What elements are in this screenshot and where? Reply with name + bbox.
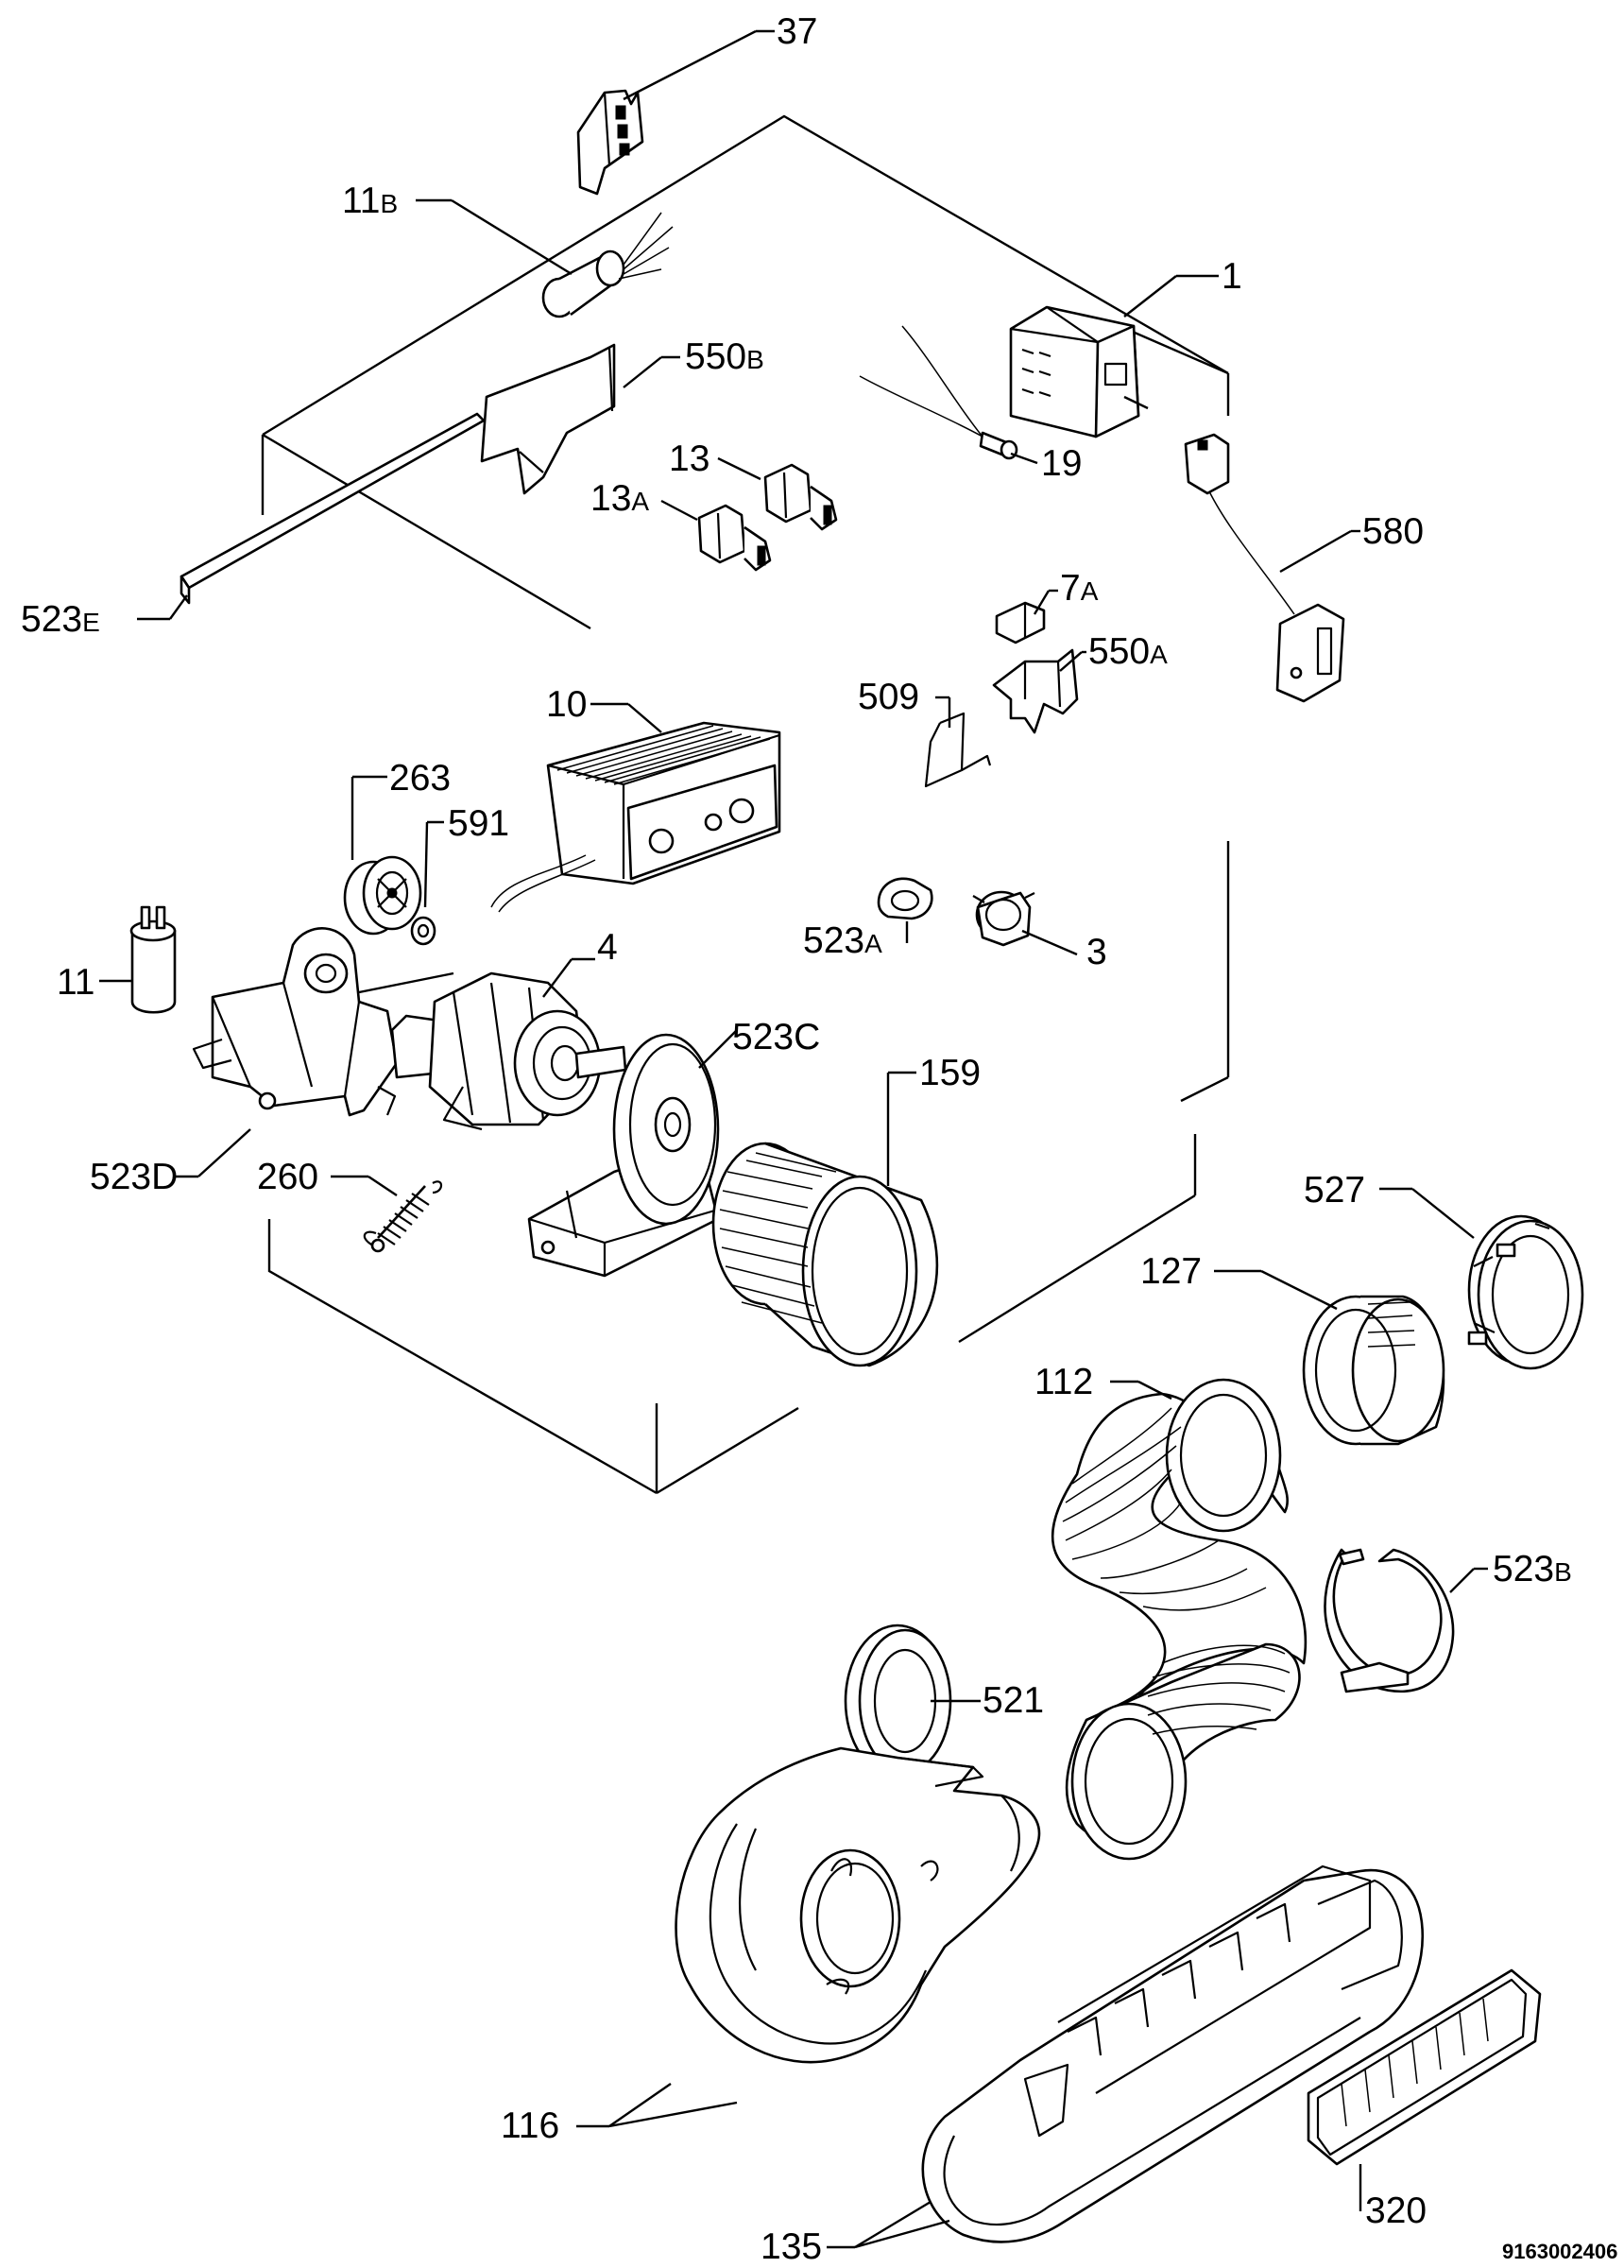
label-159: 159 — [919, 1053, 981, 1093]
part-3-thermostat — [972, 890, 1078, 956]
part-116-fan-housing — [576, 1746, 1041, 2128]
label-527: 527 — [1304, 1170, 1365, 1211]
label-37: 37 — [777, 11, 817, 52]
part-135-filter-housing — [827, 1864, 1425, 2249]
part-591-washer — [410, 820, 444, 946]
part-523e-rail — [137, 412, 486, 621]
label-112: 112 — [1034, 1362, 1093, 1402]
screen-slats — [1341, 1998, 1489, 2127]
part-11b-capacitor — [416, 198, 674, 318]
part-523c-drum-pulley — [527, 1029, 738, 1278]
label-523a: 523A — [803, 920, 882, 961]
part-527-ring — [1379, 1187, 1584, 1370]
fan-blades — [719, 1152, 837, 1324]
part-509-wire — [924, 696, 992, 788]
part-550b-bracket — [480, 343, 680, 495]
document-number: 9163002406 — [1502, 2240, 1617, 2263]
label-4: 4 — [597, 927, 618, 968]
label-116: 116 — [501, 2105, 559, 2146]
label-580: 580 — [1362, 511, 1424, 552]
label-19: 19 — [1041, 443, 1082, 484]
label-3: 3 — [1086, 932, 1107, 972]
part-523a-clip — [877, 877, 933, 943]
label-523e: 523E — [21, 599, 100, 640]
part-550a-bracket — [992, 648, 1086, 734]
heater-fins — [556, 725, 771, 785]
label-523d: 523D — [90, 1157, 178, 1197]
part-260-spring — [331, 1175, 443, 1253]
part-13a-switch — [660, 499, 772, 572]
cabinet-outline — [261, 114, 1230, 1495]
label-320: 320 — [1365, 2191, 1427, 2231]
part-127-adaptor — [1214, 1269, 1445, 1446]
part-112-hose — [1051, 1378, 1308, 1861]
label-523b: 523B — [1493, 1549, 1572, 1589]
part-19-sensor — [859, 325, 1038, 465]
part-523b-clamp — [1324, 1548, 1488, 1693]
label-260: 260 — [257, 1157, 318, 1197]
label-127: 127 — [1140, 1251, 1202, 1292]
timer-slots — [1021, 348, 1051, 398]
label-10: 10 — [546, 684, 587, 725]
label-135: 135 — [761, 2226, 822, 2267]
spring-coils — [377, 1193, 430, 1246]
part-320-filter-screen — [1307, 1968, 1542, 2211]
part-159-fan-wheel — [711, 1071, 939, 1367]
label-13: 13 — [669, 438, 709, 479]
label-11b: 11B — [342, 180, 398, 221]
part-7a-switch — [995, 589, 1058, 644]
label-263: 263 — [389, 758, 451, 799]
part-523d-frame — [175, 927, 399, 1178]
filter-grille — [1057, 1864, 1372, 2094]
part-4-motor — [358, 957, 627, 1131]
part-580-door-switch — [1184, 433, 1360, 703]
adaptor-ribs — [1367, 1301, 1416, 1348]
hose-ribs-bottom — [1147, 1644, 1291, 1735]
label-7a: 7A — [1060, 568, 1099, 609]
part-13-switch — [717, 456, 838, 531]
label-521: 521 — [983, 1680, 1044, 1721]
label-550b: 550B — [685, 336, 764, 377]
part-37-terminal-block — [576, 29, 775, 196]
part-10-heater — [490, 702, 781, 913]
label-591: 591 — [448, 803, 509, 844]
label-523c: 523C — [732, 1017, 820, 1057]
hose-ribs-top — [1062, 1407, 1267, 1611]
part-1-timer — [1009, 274, 1219, 438]
label-509: 509 — [858, 677, 919, 717]
part-263-pulley — [343, 775, 422, 936]
label-1: 1 — [1222, 256, 1242, 297]
part-labels: 37 11B 1 550B 13 13A 19 580 523E 7A 509 … — [21, 11, 1617, 2267]
label-550a: 550A — [1088, 631, 1168, 672]
label-11: 11 — [57, 962, 95, 1003]
part-11-capacitor — [99, 905, 177, 1014]
label-13a: 13A — [590, 478, 649, 519]
